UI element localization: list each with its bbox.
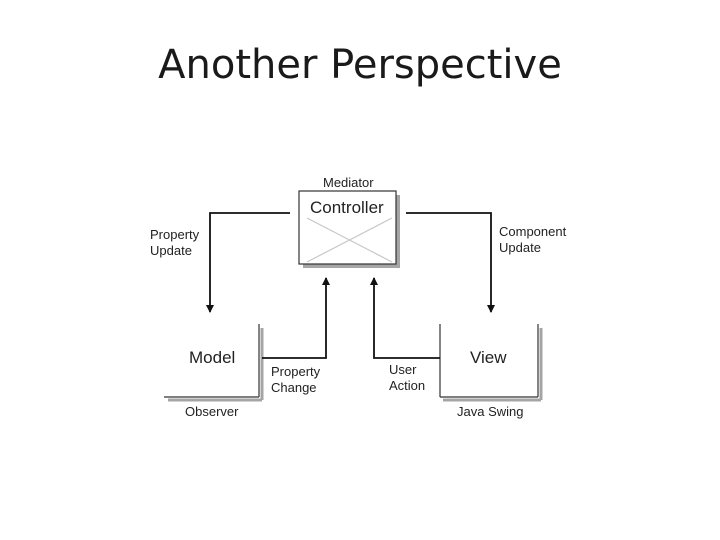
view-title: View	[470, 348, 507, 367]
view-caption: Java Swing	[457, 404, 524, 419]
controller-box	[298, 190, 400, 268]
view-box	[439, 324, 543, 402]
controller-stereotype: Mediator	[323, 175, 374, 190]
component-update-arrow	[406, 212, 495, 313]
model-caption: Observer	[185, 404, 239, 419]
model-title: Model	[189, 348, 236, 367]
property-update-arrow	[206, 212, 290, 313]
user-action-label: User Action	[389, 362, 426, 393]
slide-title: Another Perspective	[158, 42, 562, 88]
component-update-label: Component Update	[499, 224, 567, 255]
property-change-label: Property Change	[271, 364, 321, 395]
model-box	[164, 324, 264, 402]
controller-title: Controller	[310, 198, 384, 217]
user-action-arrow	[370, 277, 440, 359]
property-change-arrow	[262, 277, 330, 359]
property-update-label: Property Update	[150, 227, 200, 258]
